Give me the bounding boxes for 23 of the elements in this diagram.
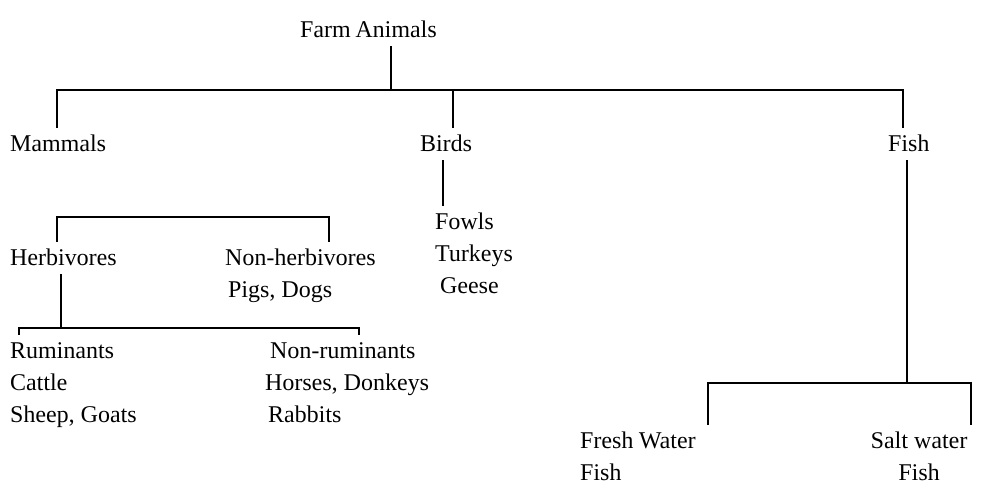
category-label: Fowls: [435, 208, 495, 237]
category-label: Salt water Fish: [870, 427, 968, 488]
example-label: Geese: [439, 272, 500, 301]
example-label: Horses, Donkeys: [265, 369, 429, 398]
category-label: Farm Animals: [300, 16, 437, 45]
connector-line: [60, 274, 360, 335]
category-label: Herbivores: [10, 244, 117, 273]
category-label: Non-ruminants: [269, 337, 416, 366]
connector-line: [906, 160, 972, 425]
example-label: Sheep, Goats: [10, 401, 137, 430]
example-label: Turkeys: [435, 240, 513, 269]
example-label: Rabbits: [267, 401, 342, 430]
category-label: Fish: [888, 130, 930, 159]
category-label: Birds: [420, 130, 472, 159]
example-label: Pigs, Dogs: [227, 276, 334, 305]
category-label: Non-herbivores: [225, 244, 376, 273]
connector-line: [56, 216, 330, 242]
connector-line: [390, 46, 904, 128]
example-label: Cattle: [10, 369, 68, 398]
category-label: Mammals: [10, 130, 106, 159]
category-label: Ruminants: [10, 337, 116, 366]
connector-line: [442, 160, 444, 206]
category-label: Fresh Water Fish: [580, 427, 697, 488]
